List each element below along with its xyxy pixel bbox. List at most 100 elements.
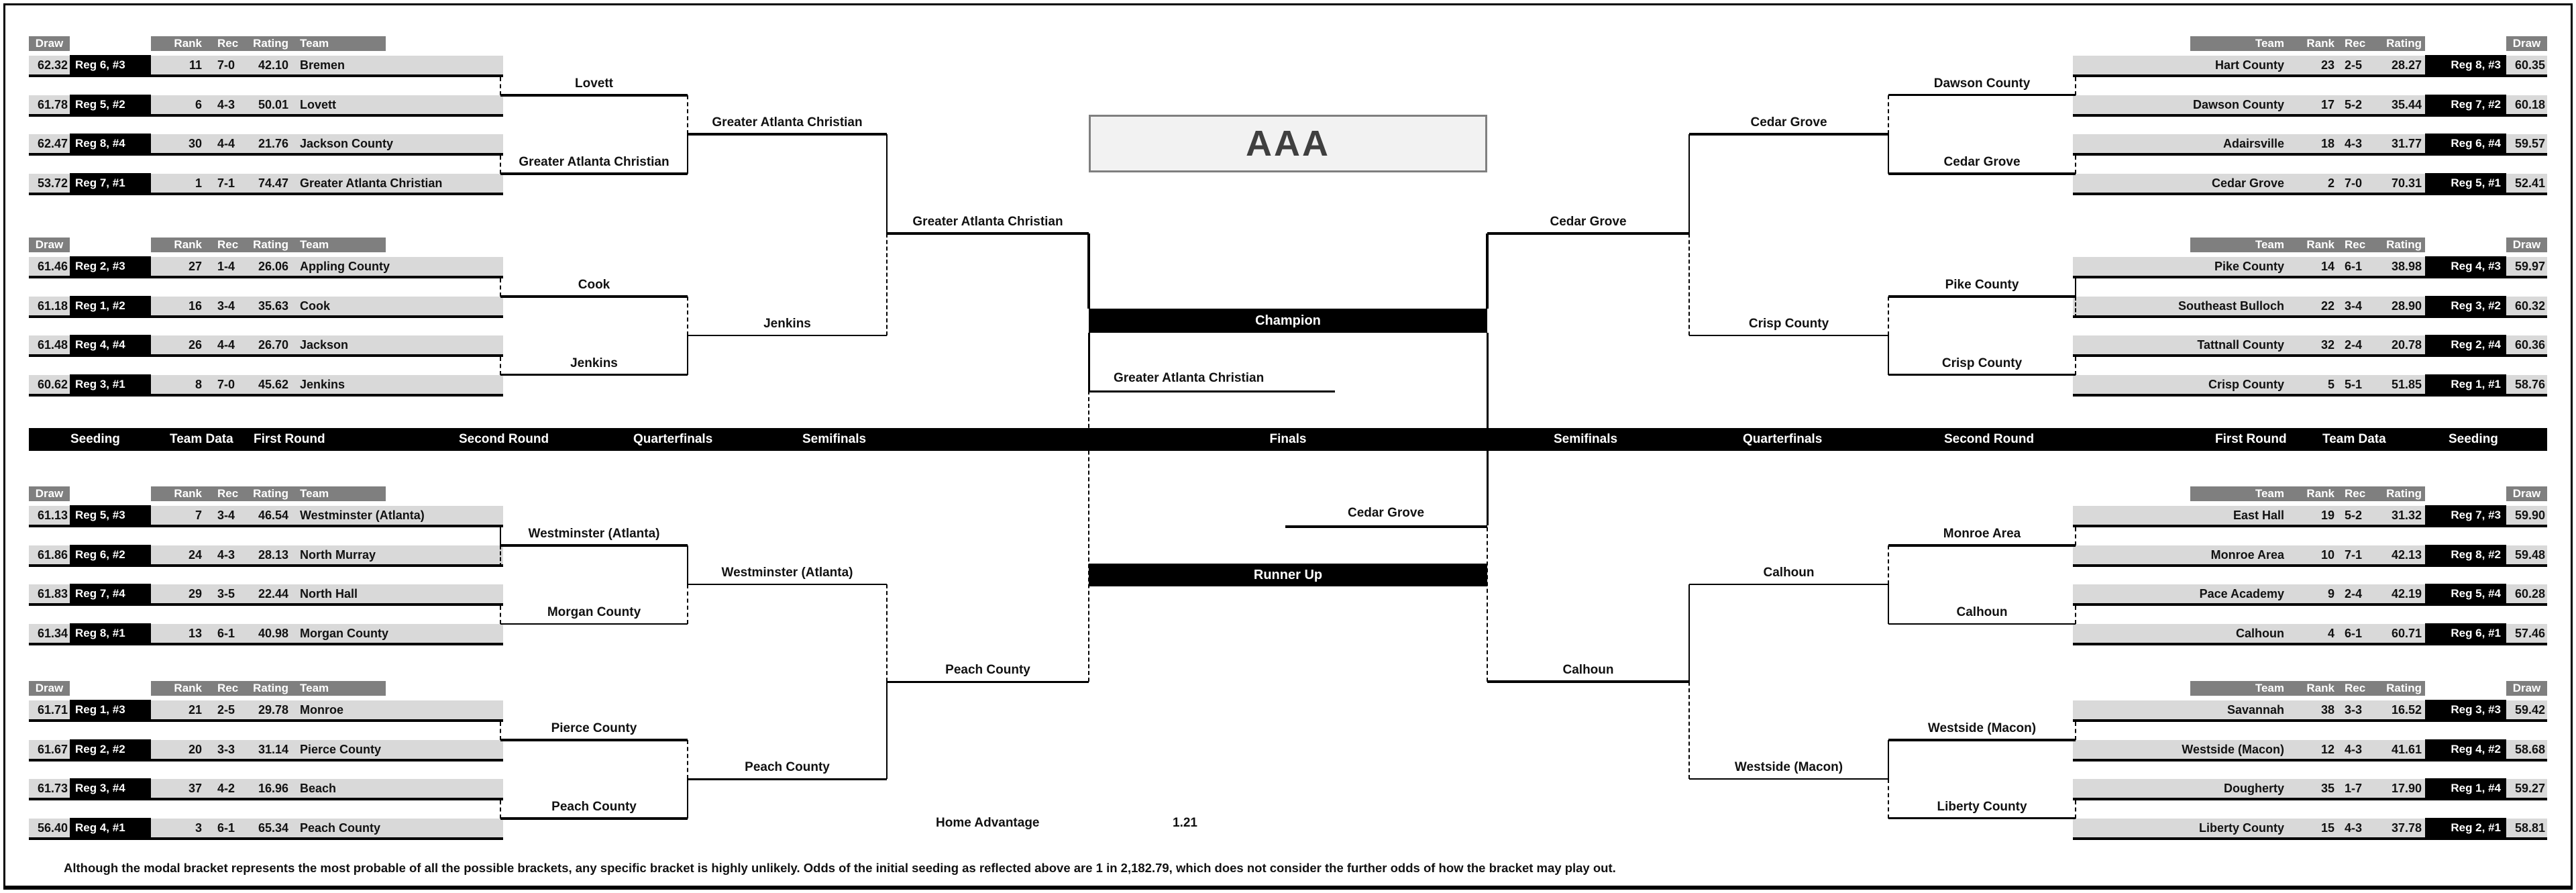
connector-solid bbox=[1888, 335, 1889, 375]
team-rating: 50.01 bbox=[258, 97, 288, 111]
connector-dashed bbox=[500, 357, 501, 375]
second-round-winner-label: Crisp County bbox=[1748, 317, 1829, 331]
first-round-winner-label: Cedar Grove bbox=[1943, 154, 2021, 169]
team-row-band bbox=[29, 739, 70, 759]
team-name: Beach bbox=[300, 782, 337, 795]
team-draw: 61.18 bbox=[37, 299, 68, 313]
team-name: Lovett bbox=[300, 97, 336, 111]
connector-dashed bbox=[1688, 682, 1690, 779]
team-rec: 3-3 bbox=[2345, 703, 2363, 717]
team-draw: 58.81 bbox=[2514, 821, 2545, 835]
team-row-band bbox=[2073, 257, 2425, 276]
connector-solid bbox=[2075, 278, 2076, 297]
team-row-underline bbox=[2073, 393, 2547, 397]
connector-solid bbox=[1888, 584, 1889, 624]
first-round-winner-label: Monroe Area bbox=[1943, 526, 2021, 541]
team-rec: 4-3 bbox=[2345, 137, 2363, 150]
column-header-rank: Rank bbox=[174, 487, 202, 500]
team-name: Bremen bbox=[300, 58, 345, 72]
connector-solid bbox=[687, 545, 688, 584]
team-name: Adairsville bbox=[2222, 137, 2284, 150]
semifinal-winner-label: Peach County bbox=[945, 663, 1030, 677]
team-row-band bbox=[151, 296, 503, 315]
team-rating: 31.77 bbox=[2391, 137, 2422, 150]
team-rec: 5-1 bbox=[2345, 377, 2363, 391]
team-draw: 61.46 bbox=[37, 260, 68, 273]
team-row-band bbox=[2073, 173, 2425, 193]
team-rating: 17.90 bbox=[2391, 782, 2422, 795]
column-header-rank: Rank bbox=[2306, 682, 2334, 694]
column-header-rank: Rank bbox=[174, 37, 202, 50]
team-row-underline bbox=[29, 393, 503, 397]
column-header-rank: Rank bbox=[174, 238, 202, 251]
second-round-winner-label: Westside (Macon) bbox=[1734, 760, 1843, 774]
team-rank: 2 bbox=[2327, 176, 2334, 190]
team-rating: 42.10 bbox=[258, 58, 288, 72]
runner-up-name: Cedar Grove bbox=[1347, 506, 1425, 520]
column-header-draw: Draw bbox=[2512, 487, 2541, 500]
team-rating: 41.61 bbox=[2391, 742, 2422, 756]
seed-badge: Reg 7, #3 bbox=[2425, 505, 2506, 525]
team-rec: 6-1 bbox=[2345, 626, 2363, 640]
team-row-band bbox=[151, 779, 503, 798]
team-row-band bbox=[29, 506, 70, 525]
team-name: Dougherty bbox=[2224, 782, 2284, 795]
seed-badge: Reg 1, #2 bbox=[70, 295, 151, 316]
first-round-winner-line bbox=[1888, 738, 2076, 741]
team-draw: 62.32 bbox=[37, 58, 68, 72]
column-header-rating: Rating bbox=[253, 37, 288, 50]
team-name: Appling County bbox=[300, 260, 390, 273]
team-rec: 5-2 bbox=[2345, 97, 2363, 111]
seed-badge: Reg 7, #2 bbox=[2425, 94, 2506, 115]
second-round-winner-label: Cedar Grove bbox=[1750, 115, 1827, 129]
team-name: Monroe Area bbox=[2210, 547, 2284, 562]
team-draw: 53.72 bbox=[37, 176, 68, 190]
team-draw: 61.73 bbox=[37, 782, 68, 795]
team-name: Peach County bbox=[300, 821, 381, 835]
table-header-band bbox=[2190, 486, 2425, 501]
team-draw: 61.71 bbox=[37, 703, 68, 717]
round-label: Quarterfinals bbox=[633, 432, 713, 446]
team-row-band bbox=[2073, 134, 2425, 153]
connector-solid bbox=[687, 134, 688, 174]
column-header-rating: Rating bbox=[253, 487, 288, 500]
team-rec: 3-5 bbox=[217, 587, 235, 600]
connector-dashed bbox=[2075, 156, 2076, 174]
round-label: First Round bbox=[2215, 432, 2287, 446]
table-header-draw-cell bbox=[2506, 681, 2547, 696]
team-draw: 60.62 bbox=[37, 377, 68, 391]
team-rank: 7 bbox=[195, 509, 202, 522]
team-row-band bbox=[2073, 700, 2425, 719]
team-row-band bbox=[2073, 374, 2425, 394]
team-row-band bbox=[29, 545, 70, 564]
team-rank: 17 bbox=[2320, 97, 2334, 111]
seed-badge: Reg 1, #3 bbox=[70, 700, 151, 720]
team-row-band bbox=[2506, 95, 2547, 114]
connector-dashed bbox=[500, 800, 501, 819]
seed-badge: Reg 7, #4 bbox=[70, 584, 151, 604]
team-row-band bbox=[2073, 56, 2425, 74]
team-rank: 9 bbox=[2327, 587, 2334, 600]
team-rating: 35.63 bbox=[258, 299, 288, 313]
connector-solid bbox=[687, 335, 688, 375]
team-row-band bbox=[2506, 623, 2547, 643]
team-row-underline bbox=[2073, 758, 2547, 761]
first-round-winner-line bbox=[500, 295, 688, 298]
team-name: Cedar Grove bbox=[2211, 176, 2284, 190]
team-row-underline bbox=[2073, 798, 2547, 800]
first-round-winner-label: Jenkins bbox=[570, 356, 618, 370]
team-row-band bbox=[151, 584, 503, 603]
connector-dashed bbox=[886, 233, 888, 335]
team-rec: 6-1 bbox=[2345, 260, 2363, 273]
connector-dashed bbox=[500, 77, 501, 95]
team-draw: 57.46 bbox=[2514, 626, 2545, 640]
team-row-band bbox=[29, 335, 70, 354]
seed-badge: Reg 6, #4 bbox=[2425, 134, 2506, 154]
seed-badge: Reg 8, #3 bbox=[2425, 55, 2506, 75]
team-rating: 46.54 bbox=[258, 509, 288, 522]
team-rank: 21 bbox=[188, 703, 202, 717]
column-header-rec: Rec bbox=[217, 37, 239, 50]
team-row-band bbox=[2506, 584, 2547, 603]
first-round-winner-label: Crisp County bbox=[1941, 356, 2023, 370]
table-header-draw-cell bbox=[2506, 238, 2547, 252]
